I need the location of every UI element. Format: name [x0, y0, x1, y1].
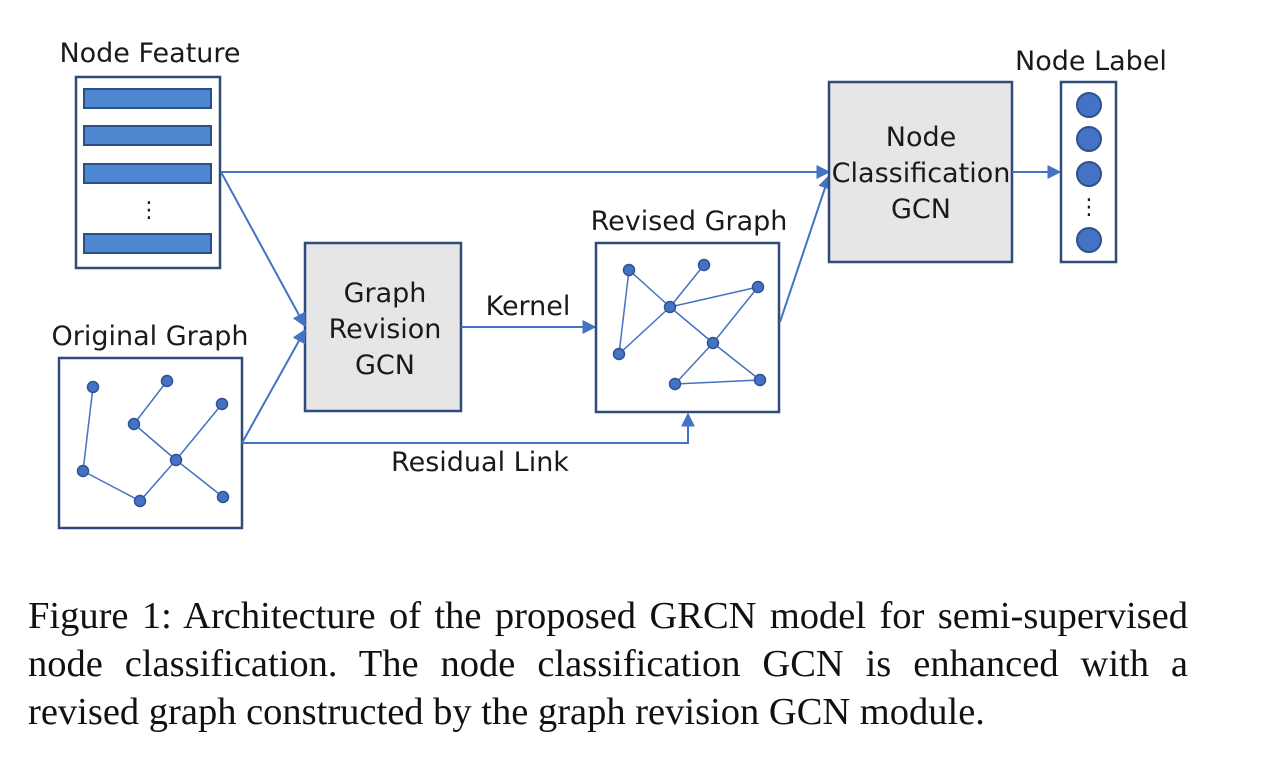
- revised-graph-node: [706, 336, 720, 350]
- revised-graph-node: [753, 373, 767, 387]
- graph-revision-gcn-box: Graph Revision GCN: [303, 241, 463, 413]
- feature-bar-4: [83, 233, 212, 254]
- label-node: [1076, 92, 1102, 118]
- revised-graph-label: Revised Graph: [591, 206, 788, 237]
- revised-to-classification-arrow: [779, 174, 832, 323]
- original-graph-label: Original Graph: [51, 321, 248, 352]
- graph-to-revision-arrow: [241, 328, 306, 444]
- feature-bar-3: [83, 163, 212, 184]
- original-graph-node: [169, 453, 183, 467]
- revised-graph-node: [697, 258, 711, 272]
- feature-bar-1: [83, 88, 212, 109]
- label-node: [1076, 161, 1102, 187]
- revised-graph-node: [668, 377, 682, 391]
- original-graph-box: [57, 356, 244, 530]
- figure-caption: Figure 1: Architecture of the proposed G…: [28, 595, 1188, 733]
- original-graph-node: [133, 494, 147, 508]
- node-classification-line-3: GCN: [891, 194, 951, 225]
- revised-graph-node: [622, 263, 636, 277]
- graph-revision-line-3: GCN: [355, 350, 415, 381]
- node-feature-box: ⋮: [74, 75, 222, 270]
- node-classification-gcn-box: Node Classification GCN: [827, 80, 1014, 264]
- feature-bar-2: [83, 125, 212, 146]
- node-classification-line-1: Node: [886, 122, 956, 153]
- original-graph-node: [215, 397, 229, 411]
- node-label-label: Node Label: [1015, 46, 1167, 77]
- node-label-box: ⋮: [1059, 80, 1118, 264]
- graph-revision-line-1: Graph: [344, 278, 427, 309]
- revised-graph-node: [663, 300, 677, 314]
- original-graph-node: [86, 380, 100, 394]
- kernel-label: Kernel: [486, 291, 571, 322]
- original-graph-node: [160, 374, 174, 388]
- revised-graph-node: [751, 280, 765, 294]
- residual-link-label: Residual Link: [391, 447, 569, 478]
- label-node: [1076, 227, 1102, 253]
- label-ellipsis: ⋮: [1078, 195, 1100, 220]
- revised-graph-node: [612, 347, 626, 361]
- revised-graph-box: [594, 241, 781, 414]
- feature-ellipsis: ⋮: [138, 198, 160, 223]
- architecture-diagram: Node Feature ⋮ Original Graph Graph Revi…: [51, 38, 1167, 530]
- residual-link-arrow: [242, 412, 695, 444]
- graph-revision-line-2: Revision: [329, 314, 442, 345]
- label-node: [1076, 126, 1102, 152]
- node-feature-label: Node Feature: [59, 38, 240, 69]
- original-graph-node: [76, 464, 90, 478]
- original-graph-node: [216, 490, 230, 504]
- feature-to-revision-arrow: [220, 171, 306, 328]
- original-graph-node: [127, 417, 141, 431]
- node-classification-line-2: Classification: [832, 158, 1011, 189]
